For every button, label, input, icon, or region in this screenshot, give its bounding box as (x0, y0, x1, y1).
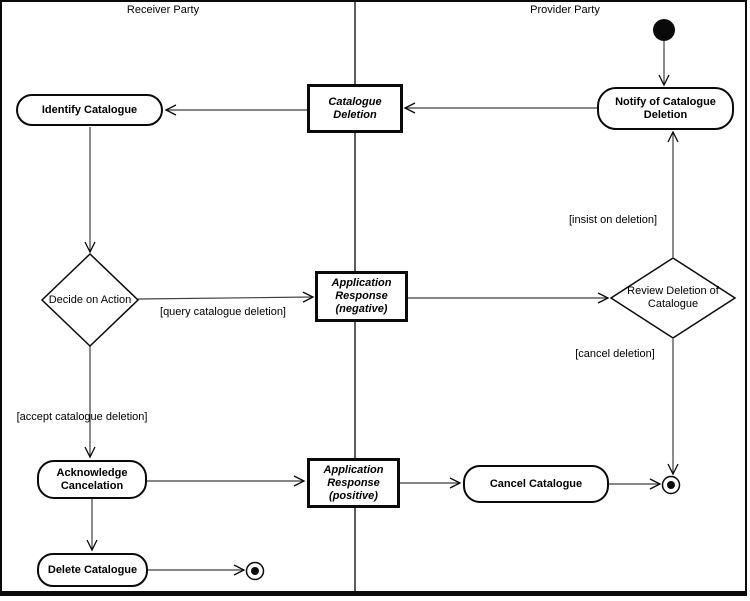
node-delete-catalogue: Delete Catalogue (37, 553, 148, 587)
node-application-response-negative: Application Response (negative) (315, 271, 408, 322)
lane-title-provider: Provider Party (530, 4, 600, 16)
edge-label-cancel-deletion: [cancel deletion] (575, 348, 655, 360)
edge-label-insist-on-deletion: [insist on deletion] (568, 214, 658, 226)
node-acknowledge-cancelation: Acknowledge Cancelation (37, 460, 147, 499)
edge-label-accept-catalogue-deletion: [accept catalogue deletion] (16, 411, 148, 423)
edge-label-query-catalogue-deletion: [query catalogue deletion] (160, 306, 286, 318)
decision-review-deletion (609, 257, 737, 339)
final-node-receiver (245, 561, 265, 581)
edge-decide-to-app-response-negative (137, 291, 315, 303)
node-identify-catalogue: Identify Catalogue (16, 94, 163, 126)
node-application-response-positive: Application Response (positive) (307, 458, 400, 508)
node-catalogue-deletion: Catalogue Deletion (307, 84, 403, 133)
label-decide-on-action: Decide on Action (48, 293, 132, 306)
label-review-deletion: Review Deletion of Catalogue (627, 285, 719, 310)
node-notify-of-catalogue-deletion: Notify of Catalogue Deletion (597, 87, 734, 130)
initial-node (653, 19, 675, 41)
decision-decide-on-action (40, 252, 140, 348)
lane-title-receiver: Receiver Party (126, 4, 200, 16)
node-cancel-catalogue: Cancel Catalogue (463, 465, 609, 503)
final-node-provider (661, 475, 681, 495)
